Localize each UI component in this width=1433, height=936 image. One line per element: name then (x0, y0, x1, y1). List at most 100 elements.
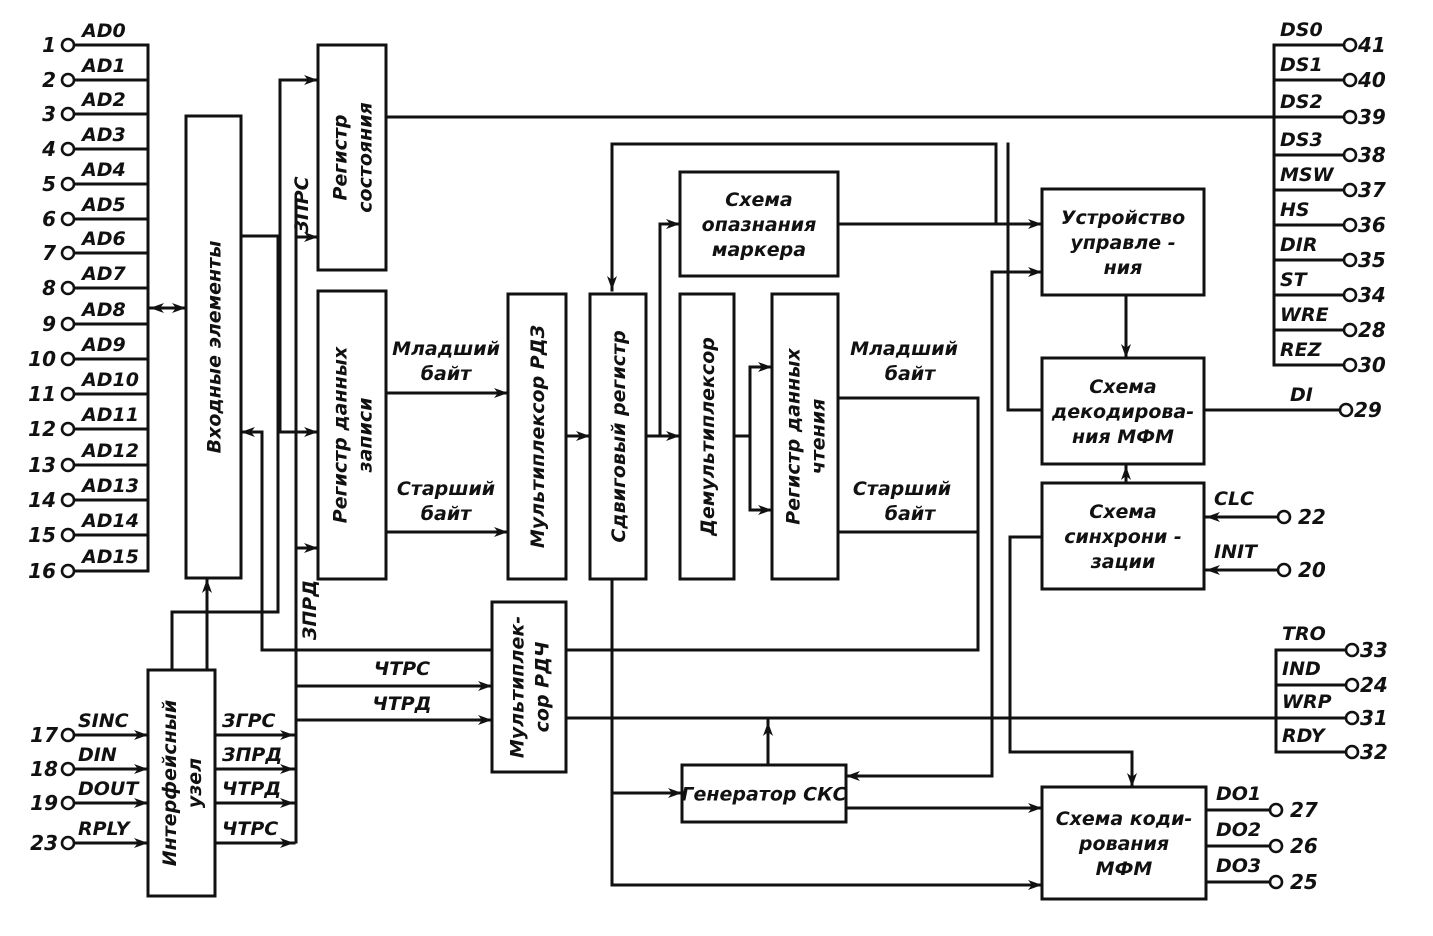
pin-number: 23 (30, 831, 58, 855)
pin-14 (60, 492, 76, 508)
arrow-head (134, 838, 148, 848)
control-unit-label: ния (1104, 257, 1143, 279)
chtrs-label: ЧТРС (374, 658, 430, 680)
pin-number: 1 (42, 33, 56, 57)
control-to-generator (844, 270, 994, 778)
pin-25 (1268, 874, 1284, 890)
pin-39 (1342, 109, 1358, 125)
pin-number: 17 (30, 723, 58, 747)
pin-17 (60, 727, 76, 743)
signal-label-init: INIT (1214, 541, 1259, 563)
pin-27 (1268, 802, 1284, 818)
mfm-encoder-label: МФМ (1096, 858, 1153, 880)
pin-33 (1344, 642, 1360, 658)
read-low-byte-label: байт (885, 363, 936, 385)
chtrd-label: ЧТРД (372, 693, 431, 715)
status-register-label: состояния (355, 102, 377, 212)
pin-8 (60, 280, 76, 296)
sync-circuit-box (1040, 481, 1206, 591)
arrow-head (304, 232, 318, 242)
write-data-register-label: Регистр данных (330, 346, 352, 523)
zprs-line (294, 235, 320, 618)
arrow-head (202, 579, 212, 593)
mfm-decoder-label: Схема (1089, 376, 1156, 398)
interface-unit-label: узел (184, 758, 206, 808)
arrow-head (846, 771, 860, 781)
input-elements-label: Входные элементы (204, 241, 226, 454)
pin-5 (60, 176, 76, 192)
arrow-head (280, 764, 294, 774)
pin-number: 39 (1358, 105, 1386, 129)
arrow-head (494, 388, 508, 398)
block-demux: Демультиплексор (678, 292, 736, 581)
read-high-byte-label: байт (885, 503, 936, 525)
pin-number: 28 (1358, 318, 1386, 342)
arrow-head (280, 798, 294, 808)
arrow-head (1127, 773, 1137, 787)
arrow-head (304, 75, 318, 85)
labels: 1AD02AD13AD24AD35AD46AD57AD68AD79AD810AD… (28, 19, 1388, 894)
shift-register-box (588, 292, 648, 581)
arrow-head (666, 431, 680, 441)
write-high-byte-label: байт (421, 503, 472, 525)
signal-label-rply: RPLY (78, 818, 132, 840)
pin-number: 33 (1360, 638, 1388, 662)
pin-24 (1344, 677, 1360, 693)
pins (60, 37, 1360, 890)
pin-9 (60, 316, 76, 332)
arrow-head (576, 431, 590, 441)
write-low-byte-label: Младший (392, 338, 500, 360)
arrow-head (1028, 219, 1042, 229)
pin-41 (1342, 37, 1358, 53)
shift-to-decoder (1006, 142, 1044, 412)
pin-4 (60, 141, 76, 157)
read-mux-box (490, 600, 568, 774)
signal-label-ad3: AD3 (80, 124, 126, 146)
signal-label-din: DIN (78, 744, 117, 766)
arrow-head (758, 505, 772, 515)
pin-number: 34 (1358, 283, 1386, 307)
signal-label-ad10: AD10 (80, 369, 139, 391)
pin-number: 15 (28, 523, 56, 547)
arrow-head (1028, 803, 1042, 813)
block-read-mux: Мультиплек-сор РДЧ (490, 600, 568, 774)
arrow-head (607, 276, 617, 290)
arrow-head (134, 730, 148, 740)
signal-label-ad8: AD8 (80, 299, 126, 321)
pin-number: 30 (1358, 353, 1386, 377)
arrow-head (304, 427, 318, 437)
pin-15 (60, 527, 76, 543)
signal-label-do1: DO1 (1216, 783, 1261, 805)
block-write-mux: Мультиплексор РДЗ (506, 292, 568, 581)
pin-26 (1268, 838, 1284, 854)
signal-label-ad12: AD12 (80, 440, 139, 462)
sync-circuit-label: синхрони - (1064, 526, 1182, 548)
sync-to-encoder (1008, 535, 1134, 789)
block-sks-generator: Генератор СКС (680, 763, 848, 824)
signal-label-ad5: AD5 (80, 194, 126, 216)
write-data-register-box (316, 289, 388, 581)
pin-number: 19 (30, 791, 58, 815)
pin-20 (1276, 562, 1292, 578)
read-high-byte-label: Старший (853, 478, 951, 500)
pin-6 (60, 211, 76, 227)
mfm-encoder-label: рования (1078, 833, 1169, 855)
signal-label-ad7: AD7 (80, 263, 126, 285)
arrow-head (280, 730, 294, 740)
pin-16 (60, 563, 76, 579)
pin-number: 24 (1360, 673, 1388, 697)
marker-detect-label: Схема (725, 189, 792, 211)
pin-28 (1342, 322, 1358, 338)
signal-label-hs: HS (1280, 199, 1310, 221)
signal-label-rez: REZ (1280, 339, 1323, 361)
signal-label-msw: MSW (1280, 164, 1335, 186)
signal-label-rdy: RDY (1282, 725, 1327, 747)
pin-number: 32 (1360, 740, 1388, 764)
signal-label-tro: TRO (1282, 623, 1326, 645)
